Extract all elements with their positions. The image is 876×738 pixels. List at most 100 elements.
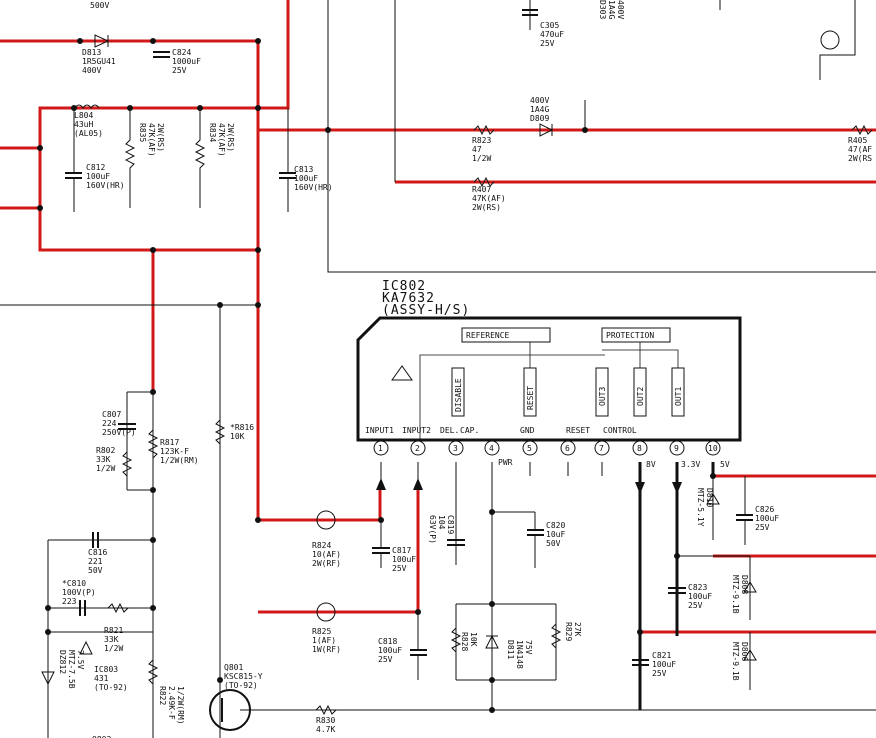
component-label-d303: D303: [598, 0, 607, 19]
component-label-c820: C820: [546, 521, 565, 530]
component-label-d809: D809: [530, 114, 549, 123]
component-label-d806: D806: [740, 642, 749, 661]
pin-label-control: CONTROL: [603, 426, 637, 435]
component-label-d806: MTZ-9.1B: [731, 642, 740, 681]
component-label-c818: C818: [378, 637, 397, 646]
component-label-c816: 221: [88, 557, 103, 566]
component-label-c305: 470uF: [540, 30, 564, 39]
component-label-c812: 160V(HR): [86, 181, 125, 190]
pin-number: 5: [527, 444, 532, 453]
component-label-c817: C817: [392, 546, 411, 555]
component-label-r834: R834: [208, 123, 217, 142]
component-label-r835: 2W(RS): [156, 123, 165, 152]
component-label-c812: C812: [86, 163, 105, 172]
component-label-c807: 250V(P): [102, 428, 136, 437]
component-label-r817: R817: [160, 438, 179, 447]
component-label-d303: 400V: [616, 0, 625, 19]
component-label-c826: 25V: [755, 523, 770, 532]
pin-label-input1: INPUT1: [365, 426, 394, 435]
component-label-d811: D811: [506, 640, 515, 659]
pin9-voltage: 3.3V: [681, 460, 700, 469]
pin-label-input2: INPUT2: [402, 426, 431, 435]
pin-label-cap: CAP.: [460, 426, 479, 435]
component-label-r817: 123K-F: [160, 447, 189, 456]
component-label-c824: 1000uF: [172, 57, 201, 66]
component-label-r821: 1/2W: [104, 644, 123, 653]
block-reset: RESET: [526, 386, 535, 410]
component-label-q801: (TO-92): [224, 681, 258, 690]
component-label-c819: 63V(P): [428, 515, 437, 544]
ic-ref: IC802: [382, 279, 426, 294]
component-label-r821: R821: [104, 626, 123, 635]
ic802-package: [356, 316, 742, 442]
component-label-r835: 47K(AF): [147, 123, 156, 157]
component-label-d813: 1R5GU41: [82, 57, 116, 66]
pin-number: 4: [489, 444, 494, 453]
component-label-c305: C305: [540, 21, 559, 30]
ic-part: KA7632: [382, 291, 435, 306]
component-label-r822: 1/2W(RM): [176, 686, 185, 725]
component-label-c823: 25V: [688, 601, 703, 610]
component-label-d809: 1A4G: [530, 105, 549, 114]
component-label-c823: 100uF: [688, 592, 712, 601]
component-label-r830: R830: [316, 716, 335, 725]
component-label-c813: C813: [294, 165, 313, 174]
component-label-c826: 100uF: [755, 514, 779, 523]
component-label-q801: KSC815-Y: [224, 672, 263, 681]
component-label-c823: C823: [688, 583, 707, 592]
pin-label-reset: RESET: [566, 426, 590, 435]
component-label-r821: 33K: [104, 635, 119, 644]
component-label-c818: 100uF: [378, 646, 402, 655]
component-label-d809: 400V: [530, 96, 549, 105]
component-label-c810: *C810: [62, 579, 86, 588]
component-label-r822: R822: [158, 686, 167, 705]
component-label-c816: 50V: [88, 566, 103, 575]
pin-label-del: DEL.: [440, 426, 459, 435]
component-label-r835: R835: [138, 123, 147, 142]
component-label-l804: L804: [74, 111, 93, 120]
component-label-r405: R405: [848, 136, 867, 145]
component-label-r828: 10K: [469, 632, 478, 647]
component-label-c810: 100V(P): [62, 588, 96, 597]
component-label-c824: 25V: [172, 66, 187, 75]
component-label-r823: R823: [472, 136, 491, 145]
pin-circles: [373, 440, 721, 456]
component-label-r823: 1/2W: [472, 154, 491, 163]
component-label-c819: 104: [437, 515, 446, 530]
component-label-r816: 10K: [230, 432, 245, 441]
component-label-r834: 2W(RS): [226, 123, 235, 152]
component-label-r834: 47K(AF): [217, 123, 226, 157]
component-label-c813: 100uF: [294, 174, 318, 183]
pin-number: 3: [453, 444, 458, 453]
component-label-r830: 4.7K: [316, 725, 335, 734]
component-label-d810: MTZ-5.1Y: [696, 488, 705, 527]
component-label-l804: 43uH: [74, 120, 93, 129]
component-label-r407: 47K(AF): [472, 194, 506, 203]
component-label-r816: *R816: [230, 423, 254, 432]
component-label-r407: 2W(RS): [472, 203, 501, 212]
component-label-c821: 25V: [652, 669, 667, 678]
protection-box-label: PROTECTION: [606, 331, 654, 340]
component-label-c821: 100uF: [652, 660, 676, 669]
component-label-r824: 2W(RF): [312, 559, 341, 568]
pwr-label: PWR: [498, 458, 513, 467]
component-label-c816: C816: [88, 548, 107, 557]
component-labels: 500VD8131R5GU41400VC8241000uF25VL80443uH…: [58, 0, 872, 738]
pin-number: 1: [378, 444, 383, 453]
pin-number: 10: [708, 444, 718, 453]
component-label-c813: 160V(HR): [294, 183, 333, 192]
pin8-voltage: 8V: [646, 460, 656, 469]
component-label-d811: 75V: [524, 640, 533, 655]
component-label-r825: R825: [312, 627, 331, 636]
junction-dots: [37, 38, 716, 713]
component-label-c818: 25V: [378, 655, 393, 664]
component-label-d810: D810: [705, 488, 714, 507]
component-label-d808: MTZ-9.1B: [731, 575, 740, 614]
component-label-ic803: (TO-92): [94, 683, 128, 692]
reference-box-label: REFERENCE: [466, 331, 510, 340]
component-label-r828: R828: [460, 632, 469, 651]
component-label-c820: 10uF: [546, 530, 565, 539]
component-label-d813: D813: [82, 48, 101, 57]
component-label-ic803: 431: [94, 674, 109, 683]
